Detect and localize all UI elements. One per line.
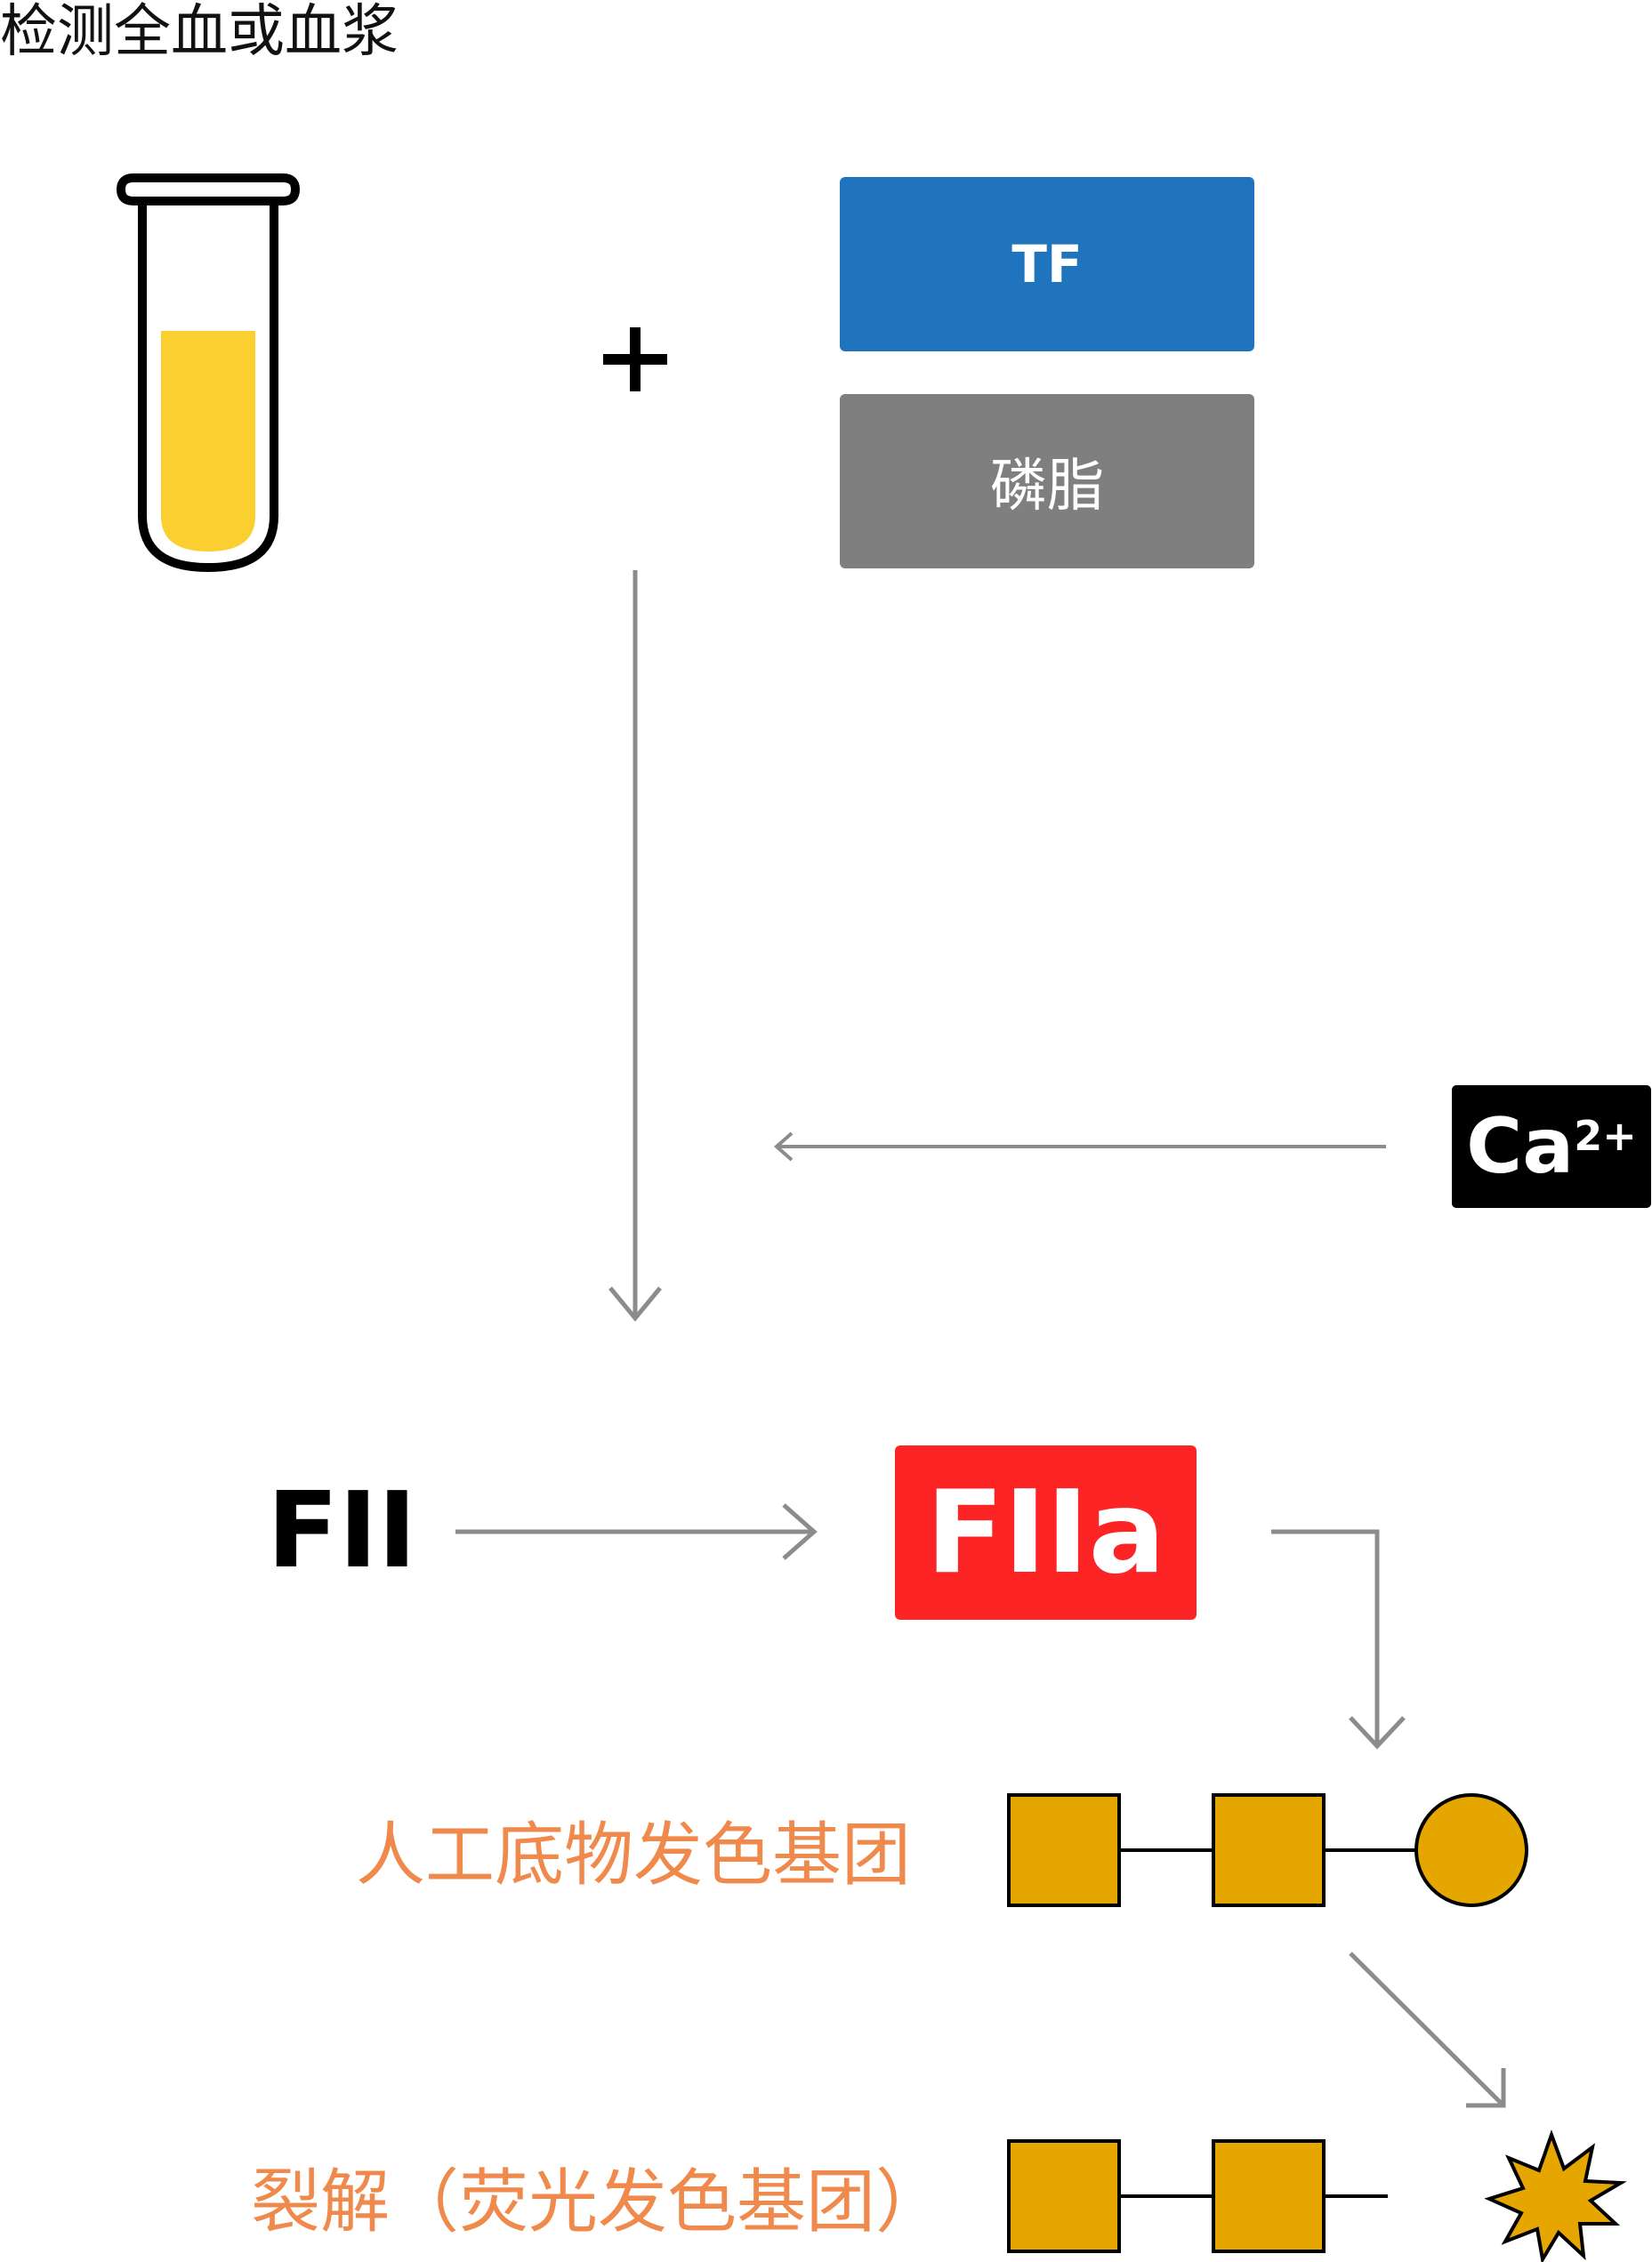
substrate-label: 人工底物发色基团 xyxy=(356,1815,912,1896)
substrate-unit xyxy=(1212,1793,1326,1907)
substrate-unit xyxy=(1007,2139,1121,2253)
calcium-base: Ca xyxy=(1466,1102,1575,1191)
substrate-chain xyxy=(1007,1793,1528,1907)
fluorescence-starburst-icon xyxy=(1484,2129,1627,2262)
cleavage-arrow xyxy=(1349,1952,1506,2108)
cleaved-label: 裂解（荧光发色基团） xyxy=(251,2162,946,2242)
tube-outline xyxy=(138,199,278,573)
tf-reagent-box: TF xyxy=(840,177,1254,351)
down-arrow xyxy=(608,570,662,1322)
chromophore-circle xyxy=(1414,1793,1528,1907)
plus-icon xyxy=(603,327,667,391)
calcium-charge: 2+ xyxy=(1574,1112,1637,1160)
test-tube-icon xyxy=(116,173,301,573)
calcium-arrow xyxy=(773,1131,1386,1162)
fii-to-fiia-arrow xyxy=(455,1503,818,1560)
phospholipid-reagent-box: 磷脂 xyxy=(840,394,1254,568)
fiia-box: FIIa xyxy=(895,1445,1197,1620)
tube-fluid xyxy=(161,331,255,551)
cleaved-chain xyxy=(1007,2139,1388,2253)
fiia-to-substrate-arrow xyxy=(1271,1529,1406,1750)
page-title: 检测全血或血浆 xyxy=(0,0,399,65)
substrate-unit xyxy=(1212,2139,1326,2253)
tube-rim xyxy=(116,173,301,205)
fii-label: FII xyxy=(267,1469,417,1591)
substrate-unit xyxy=(1007,1793,1121,1907)
